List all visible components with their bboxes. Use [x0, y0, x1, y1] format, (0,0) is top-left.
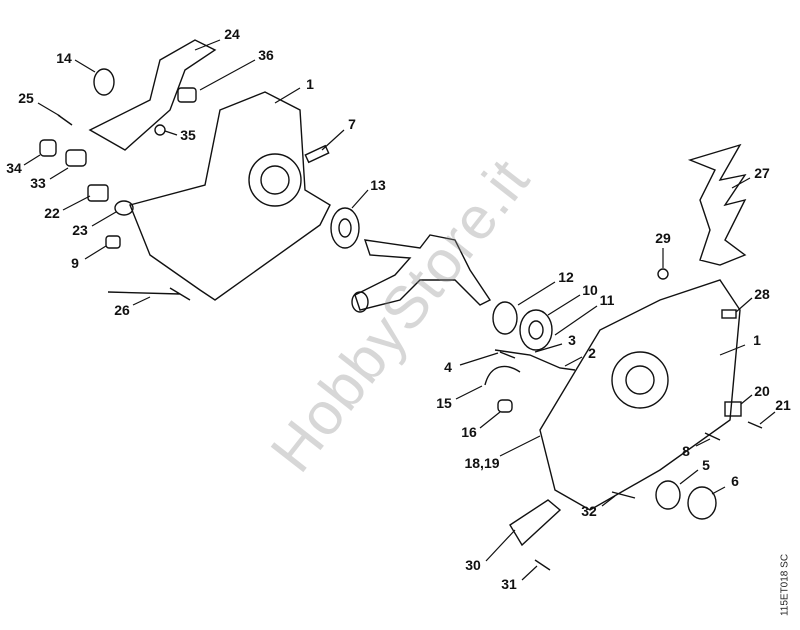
callout-14: 14 — [56, 50, 72, 66]
screw-31 — [534, 559, 551, 571]
callout-10: 10 — [582, 282, 598, 298]
callout-31: 31 — [501, 576, 517, 592]
nut-35 — [154, 124, 166, 136]
oring-23 — [114, 200, 134, 216]
part-34 — [39, 139, 57, 157]
part-20 — [724, 401, 742, 417]
oil-hose-15 — [484, 365, 521, 386]
callout-7: 7 — [348, 116, 356, 132]
screw-8 — [704, 432, 721, 441]
callout-1-bottom: 1 — [753, 332, 761, 348]
pin-7 — [304, 144, 330, 164]
callout-2: 2 — [588, 345, 596, 361]
callout-12: 12 — [558, 269, 574, 285]
screw-25 — [57, 114, 73, 126]
callout-18-19: 18,19 — [464, 455, 500, 471]
callout-5: 5 — [702, 457, 710, 473]
callout-11: 11 — [599, 292, 615, 308]
plug-9 — [105, 235, 121, 249]
part-6 — [687, 486, 717, 520]
screw-28 — [721, 309, 737, 319]
bearing-13 — [330, 207, 360, 249]
callout-24: 24 — [224, 26, 240, 42]
part-16 — [497, 399, 513, 413]
callout-3: 3 — [568, 332, 576, 348]
oil-line-3 — [494, 349, 576, 371]
bearing-10 — [519, 309, 553, 351]
seal-5 — [655, 480, 681, 510]
callout-20: 20 — [754, 383, 770, 399]
screw-32 — [611, 491, 636, 499]
crankcase-left — [129, 91, 331, 301]
chain-catcher-27 — [687, 143, 747, 266]
screw-4 — [499, 351, 516, 359]
nut-29 — [657, 268, 669, 280]
callout-8: 8 — [682, 443, 690, 459]
callout-34: 34 — [6, 160, 22, 176]
callout-23: 23 — [72, 222, 88, 238]
callout-32: 32 — [581, 503, 597, 519]
callout-25: 25 — [18, 90, 34, 106]
crankshaft — [354, 234, 492, 311]
callout-6: 6 — [731, 473, 739, 489]
part-33 — [65, 149, 87, 167]
drawing-code: 115ET018 SC — [779, 553, 791, 617]
screw-21 — [747, 421, 763, 429]
seal-14 — [93, 68, 115, 96]
callout-33: 33 — [30, 175, 46, 191]
callout-15: 15 — [436, 395, 452, 411]
hose-26 — [107, 287, 191, 301]
callout-22: 22 — [44, 205, 60, 221]
circlip-12 — [492, 301, 518, 335]
callout-16: 16 — [461, 424, 477, 440]
callout-29: 29 — [655, 230, 671, 246]
callout-28: 28 — [754, 286, 770, 302]
callout-1-top: 1 — [306, 76, 314, 92]
leader-lines — [23, 39, 776, 581]
callout-13: 13 — [370, 177, 386, 193]
callout-35: 35 — [180, 127, 196, 143]
callout-30: 30 — [465, 557, 481, 573]
crankcase-right — [539, 279, 741, 511]
callout-26: 26 — [114, 302, 130, 318]
callout-27: 27 — [754, 165, 770, 181]
callout-4: 4 — [444, 359, 452, 375]
callout-9: 9 — [71, 255, 79, 271]
callout-21: 21 — [775, 397, 791, 413]
callout-36: 36 — [258, 47, 274, 63]
part-36 — [177, 87, 197, 103]
plate-30 — [509, 499, 562, 547]
part-22 — [87, 184, 109, 202]
cover-24 — [88, 39, 217, 151]
